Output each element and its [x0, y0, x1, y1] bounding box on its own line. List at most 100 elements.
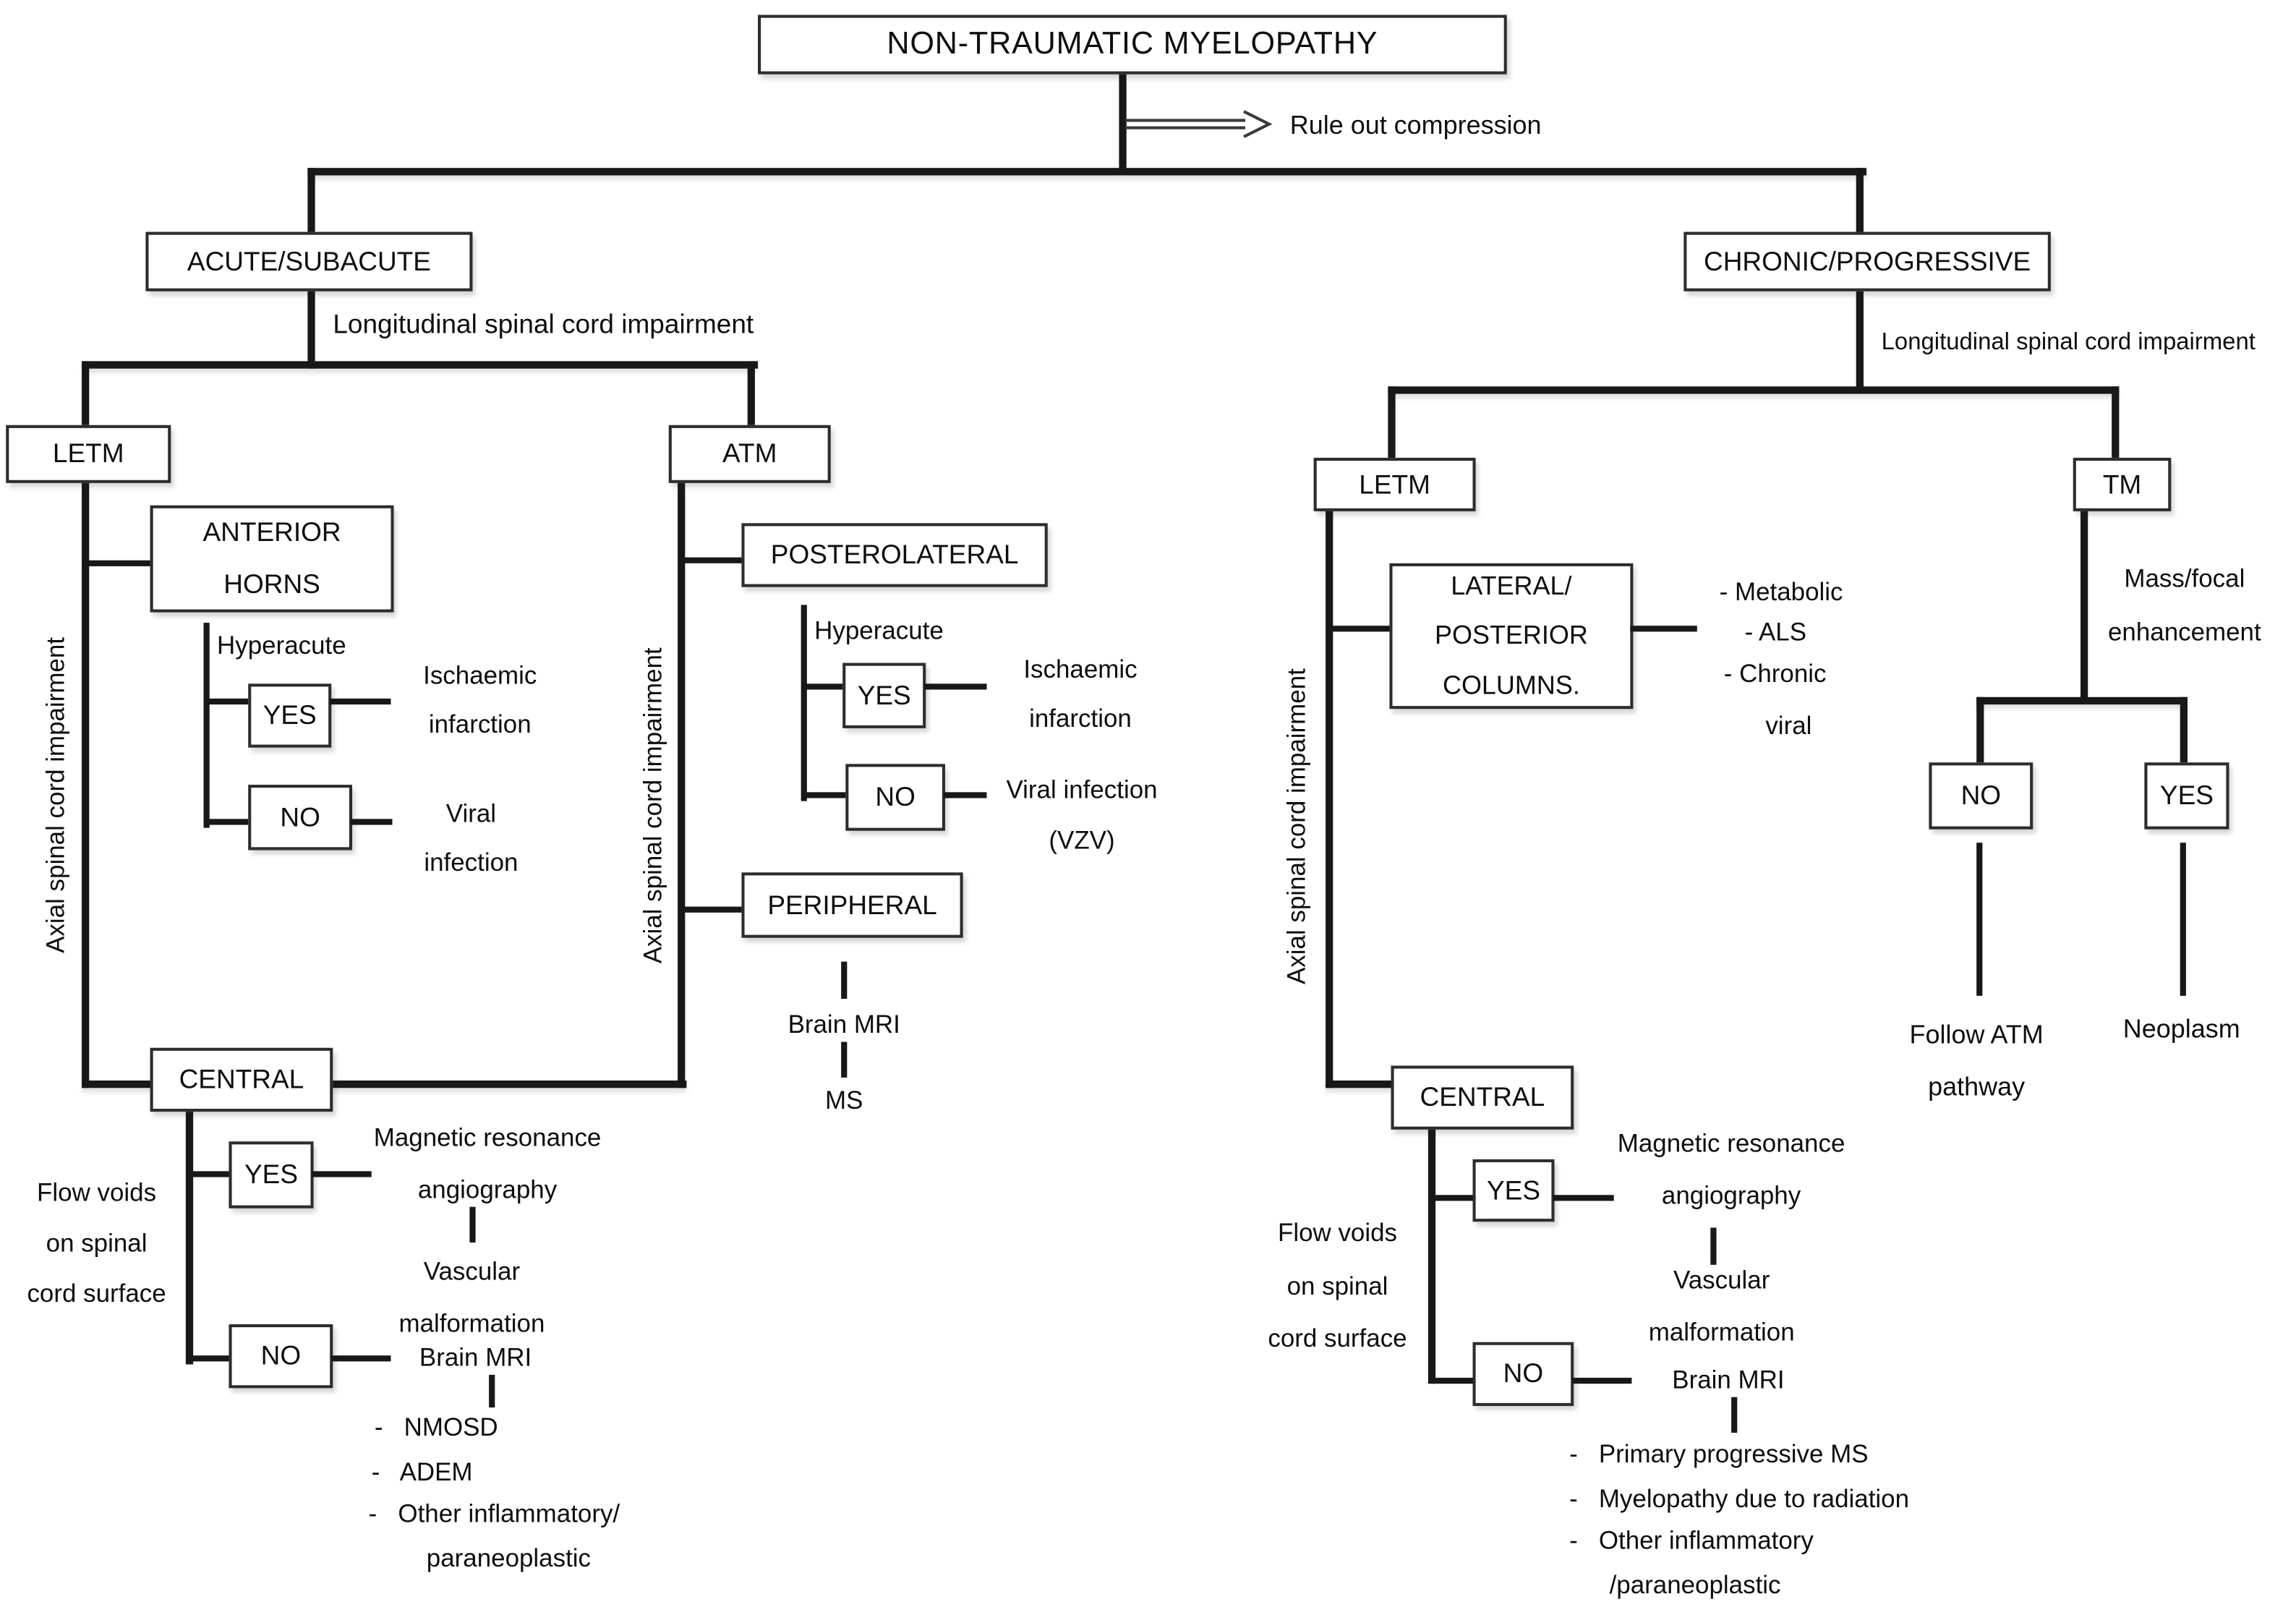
connector-line [680, 906, 745, 913]
connector-line [1430, 1377, 1476, 1384]
columns-ddx-item: - Metabolic [1719, 578, 1843, 607]
connector-line [333, 1080, 687, 1088]
ddx-left-item: paraneoplastic [426, 1544, 592, 1573]
connector-line [469, 1206, 476, 1243]
follow-atm-pathway-label: Follow ATM pathway [1909, 1019, 2044, 1101]
brain-mri-right-label: Brain MRI [1672, 1365, 1785, 1394]
connector-line [206, 698, 252, 705]
tm-box: TM [2073, 457, 2172, 511]
connector-line [489, 1374, 495, 1408]
central-right-box: CENTRAL [1391, 1065, 1574, 1130]
ms-label: MS [825, 1086, 863, 1115]
chronic-progressive-box: CHRONIC/PROGRESSIVE [1683, 231, 2051, 291]
mra-right-label: Magnetic resonance angiography [1617, 1129, 1845, 1210]
no-box-central-left: NO [229, 1324, 333, 1389]
connector-line [82, 361, 759, 369]
ddx-right-item: /paraneoplastic [1609, 1571, 1781, 1600]
connector-line [1328, 626, 1393, 632]
connector-line [2112, 386, 2120, 458]
connector-line [85, 560, 153, 566]
anterior-horns-box: ANTERIOR HORNS [150, 505, 394, 613]
connector-line [185, 1112, 194, 1365]
columns-ddx-item: - Chronic [1723, 660, 1827, 689]
connector-line [307, 168, 315, 235]
columns-ddx-item: - ALS [1744, 618, 1807, 647]
axial-impairment-left-label: Axial spinal cord impairment [41, 636, 70, 953]
posterolateral-box: POSTEROLATERAL [741, 523, 1048, 587]
viral-vzv-atm-label: Viral infection (VZV) [1006, 775, 1158, 855]
yes-box-central-left: YES [229, 1141, 314, 1209]
connector-line [331, 1355, 391, 1362]
connector-line [678, 482, 686, 1088]
connector-line [1630, 626, 1697, 632]
connector-line [841, 1041, 848, 1078]
yes-box-central-right: YES [1472, 1159, 1555, 1222]
no-box-tm: NO [1929, 762, 2033, 830]
vascular-malformation-left-label: Vascular malformation [398, 1257, 545, 1338]
flow-voids-right-label: Flow voids on spinal cord surface [1268, 1219, 1407, 1353]
connector-line [307, 168, 1867, 176]
connector-line [1856, 168, 1864, 235]
connector-line [2180, 696, 2188, 763]
connector-line [82, 1080, 153, 1088]
connector-line [206, 819, 252, 825]
connector-line [680, 557, 745, 563]
yes-box-atm-hyperacute: YES [842, 662, 926, 728]
connector-line [1388, 386, 2120, 394]
connector-line [203, 623, 210, 828]
mra-left-label: Magnetic resonance angiography [373, 1123, 602, 1204]
connector-line [350, 819, 393, 825]
rule-out-compression-arrow [1124, 110, 1273, 138]
connector-line [1430, 1195, 1476, 1201]
yes-box-letm-hyperacute: YES [248, 683, 332, 748]
brain-mri-left-label: Brain MRI [419, 1343, 532, 1372]
connector-line [1326, 511, 1333, 1088]
longitudinal-impairment-left-label: Longitudinal spinal cord impairment [333, 309, 754, 339]
connector-line [803, 792, 849, 798]
columns-ddx-item: viral [1765, 712, 1812, 741]
vascular-malformation-right-label: Vascular malformation [1648, 1266, 1795, 1347]
connector-line [924, 683, 987, 690]
mass-focal-enhancement-label: Mass/focal enhancement [2107, 564, 2261, 647]
viral-infection-left-label: Viral infection [424, 799, 518, 877]
connector-line [1427, 1129, 1436, 1384]
root-box: NON-TRAUMATIC MYELOPATHY [758, 14, 1507, 74]
no-box-letm-hyperacute: NO [248, 785, 353, 851]
connector-line [307, 291, 315, 369]
ddx-right-item: - Primary progressive MS [1569, 1440, 1869, 1469]
ddx-right-item: - Other inflammatory [1569, 1526, 1814, 1555]
flow-voids-left-label: Flow voids on spinal cord surface [27, 1178, 166, 1308]
yes-box-tm: YES [2144, 762, 2229, 830]
ddx-left-item: - ADEM [371, 1457, 473, 1486]
connector-line [1976, 696, 2188, 705]
connector-line [1856, 291, 1864, 393]
connector-line [2180, 843, 2186, 996]
neoplasm-label: Neoplasm [2122, 1013, 2240, 1044]
connector-line [1326, 1080, 1394, 1088]
letm-left-box: LETM [6, 425, 171, 483]
brain-mri-atm-label: Brain MRI [788, 1010, 900, 1039]
connector-line [1731, 1397, 1738, 1433]
connector-line [803, 683, 846, 690]
connector-line [1553, 1195, 1614, 1201]
axial-impairment-atm-label: Axial spinal cord impairment [639, 647, 667, 964]
longitudinal-impairment-right-label: Longitudinal spinal cord impairment [1881, 330, 2256, 356]
ischaemic-infarction-left-label: Ischaemic infarction [423, 661, 537, 739]
central-left-box: CENTRAL [150, 1047, 333, 1112]
connector-line [188, 1171, 232, 1177]
connector-line [1572, 1377, 1632, 1384]
letm-right-box: LETM [1313, 457, 1476, 511]
connector-line [312, 1171, 372, 1177]
connector-line [1976, 696, 1984, 763]
ischaemic-infarction-atm-label: Ischaemic infarction [1023, 655, 1138, 733]
ddx-left-item: - NMOSD [374, 1413, 498, 1442]
axial-impairment-right-label: Axial spinal cord impairment [1282, 668, 1311, 985]
peripheral-box: PERIPHERAL [741, 872, 963, 938]
connector-line [82, 361, 90, 428]
ddx-right-item: - Myelopathy due to radiation [1569, 1484, 1910, 1513]
hyperacute-left-label: Hyperacute [217, 631, 346, 660]
hyperacute-atm-label: Hyperacute [814, 616, 944, 645]
connector-line [1710, 1227, 1717, 1265]
connector-line [82, 482, 90, 1088]
